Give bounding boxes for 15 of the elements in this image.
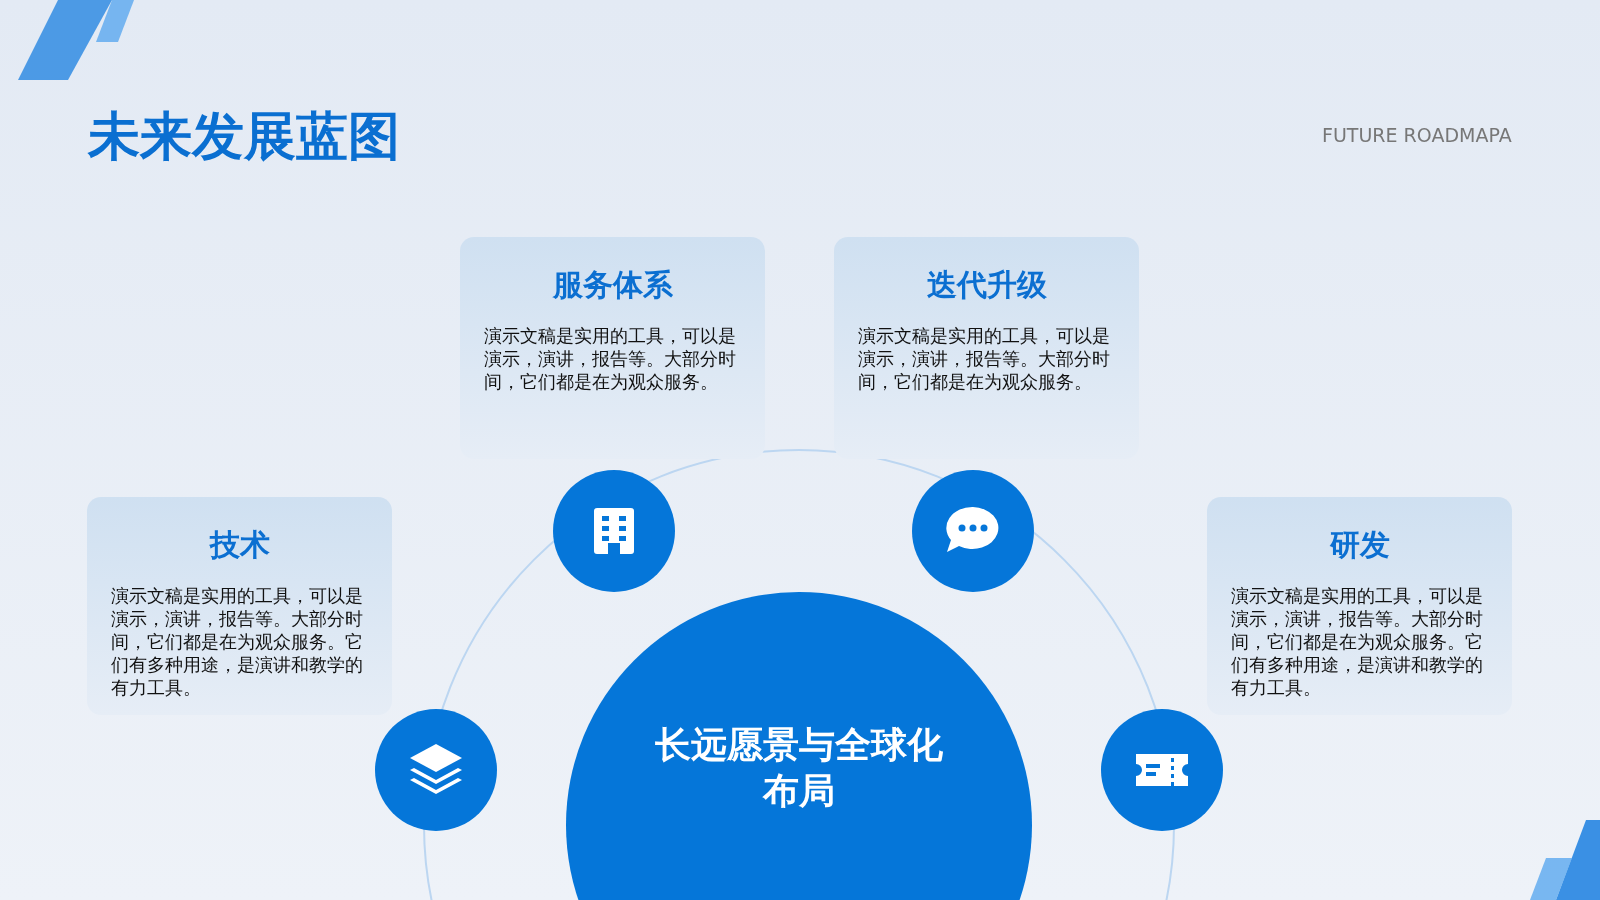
card-heading: 技术 (208, 526, 271, 564)
card-description: 演示文稿是实用的工具，可以是演示，演讲，报告等。大部分时间，它们都是在为观众服务。它们有多种用途，是演讲和教学的有力工具。 (111, 584, 364, 699)
subtitle-text: FUTURE ROADMAPA (1322, 124, 1512, 146)
circle-title: 长远愿景与全球化布局 (654, 723, 944, 813)
card-heading: 研发 (1328, 526, 1391, 564)
card-description: 演示文稿是实用的工具，可以是演示，演讲，报告等。大部分时间，它们都是在为观众服务。 (858, 324, 1111, 393)
card-description: 演示文稿是实用的工具，可以是演示，演讲，报告等。大部分时间，它们都是在为观众服务。 (484, 324, 737, 393)
info-card (1207, 497, 1512, 715)
card-heading: 迭代升级 (925, 266, 1048, 304)
info-card (834, 237, 1139, 459)
card-heading: 服务体系 (551, 266, 674, 304)
info-card (87, 497, 392, 715)
slide-title: 未来发展蓝图 (88, 105, 400, 168)
card-description: 演示文稿是实用的工具，可以是演示，演讲，报告等。大部分时间，它们都是在为观众服务。它们有多种用途，是演讲和教学的有力工具。 (1231, 584, 1484, 699)
info-card (460, 237, 765, 459)
